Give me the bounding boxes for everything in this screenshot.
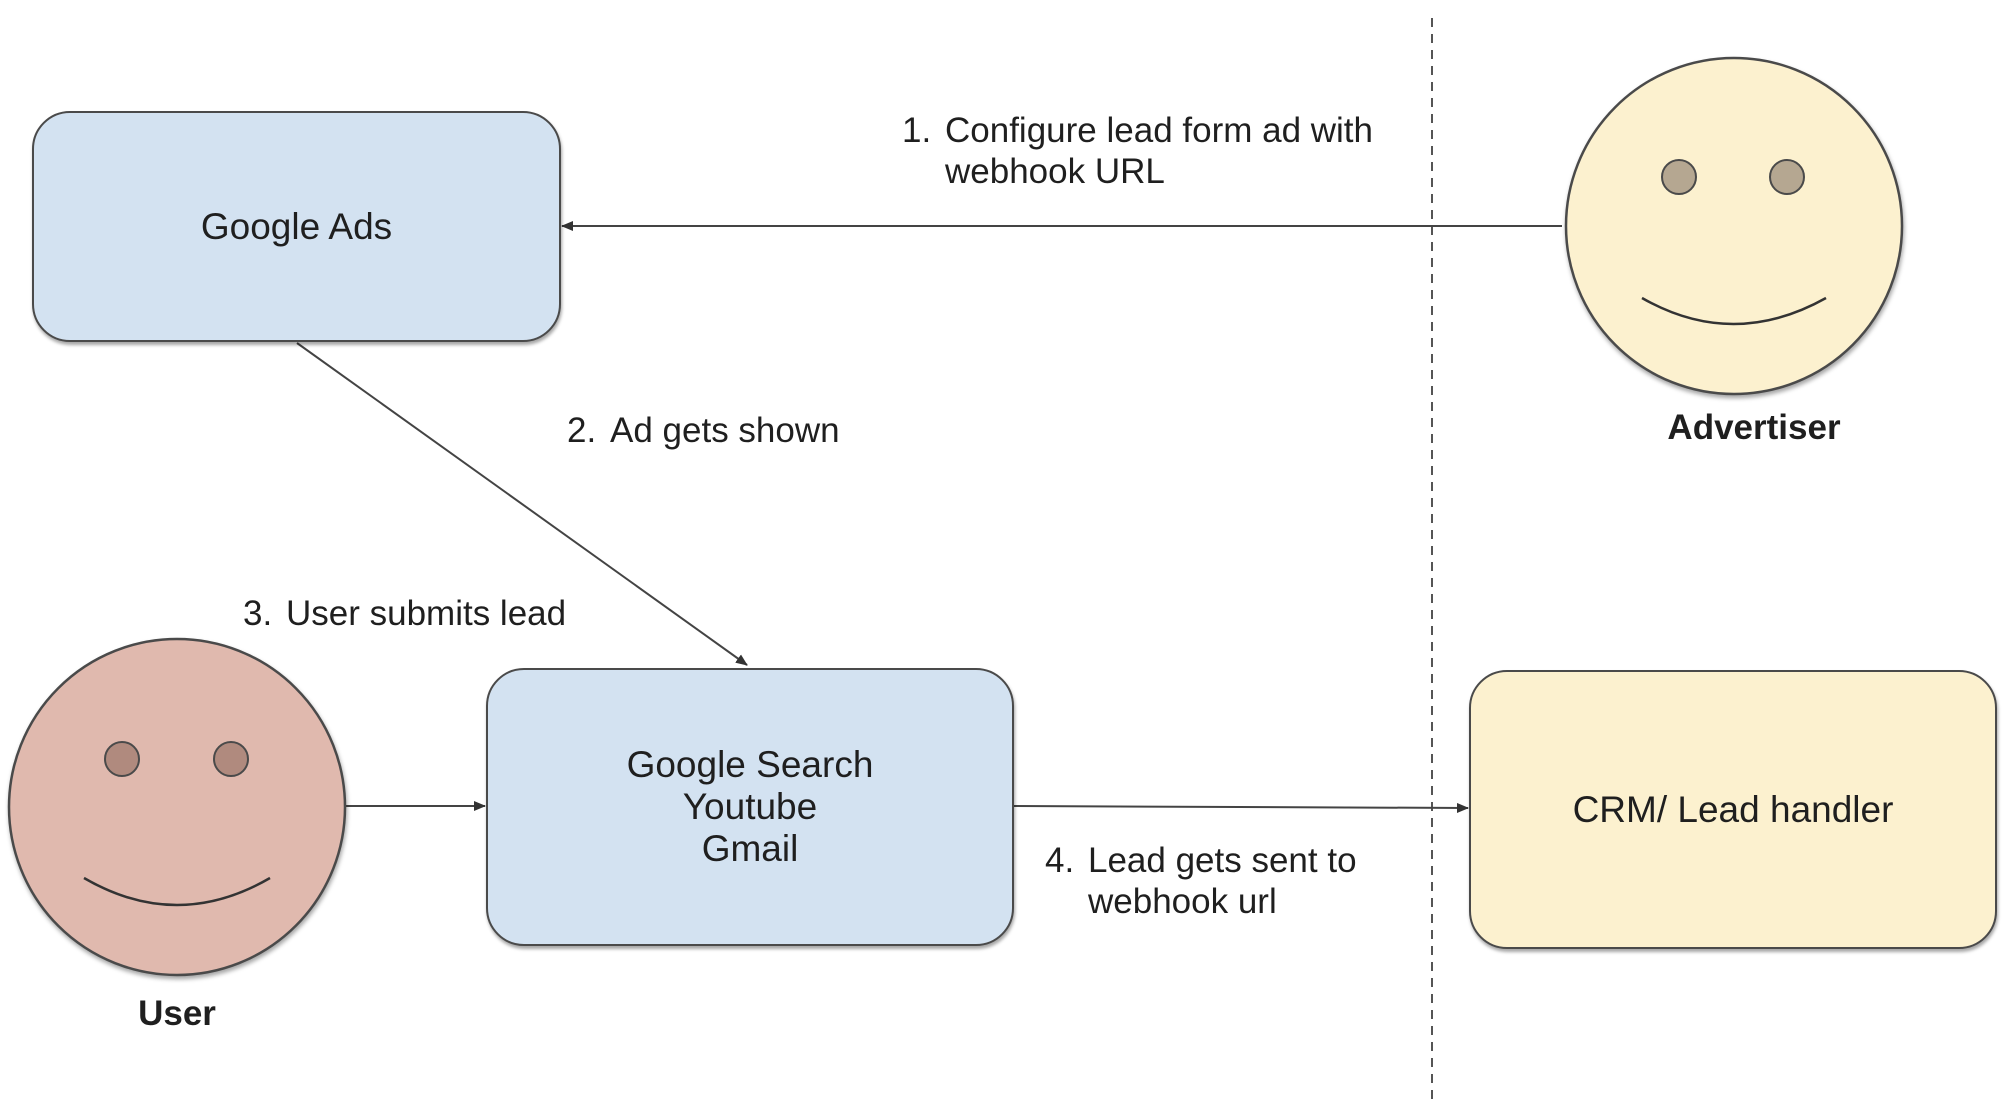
user-label: User [138, 994, 216, 1033]
user-eye-right [213, 741, 249, 777]
step-2-label: 2. Ad gets shown [567, 410, 840, 451]
crm-lead-handler-box: CRM/ Lead handler [1469, 670, 1997, 949]
user-face [7, 637, 347, 977]
step-3-text: User submits lead [286, 594, 567, 633]
user-avatar-icon [7, 637, 347, 977]
advertiser-avatar-icon [1564, 56, 1904, 396]
step-3-number: 3. [243, 594, 273, 633]
advertiser-eye-left [1661, 159, 1697, 195]
step-3-label: 3. User submits lead [243, 593, 566, 634]
google-ads-label: Google Ads [200, 205, 393, 247]
arrow-surfaces-to-crm [1013, 802, 1469, 813]
google-surfaces-box: Google Search Youtube Gmail [486, 668, 1014, 946]
surface-gmail: Gmail [701, 828, 799, 869]
step-1-number: 1. [902, 111, 932, 150]
advertiser-smile [1641, 296, 1827, 326]
step-2-text: Ad gets shown [610, 411, 840, 450]
advertiser-label: Advertiser [1667, 408, 1841, 447]
surface-google-search: Google Search [626, 744, 874, 785]
arrow-google-ads-to-surfaces [296, 342, 748, 666]
user-eye-left [104, 741, 140, 777]
step-1-text: Configure lead form ad with webhook URL [945, 111, 1373, 191]
step-4-number: 4. [1045, 841, 1075, 880]
step-4-text: Lead gets sent to webhook url [1088, 841, 1357, 921]
step-1-label: 1. Configure lead form ad with webhook U… [902, 110, 1373, 192]
crm-label: CRM/ Lead handler [1572, 788, 1894, 830]
user-smile [83, 876, 271, 907]
advertiser-eye-right [1769, 159, 1805, 195]
surface-youtube: Youtube [682, 786, 818, 827]
step-4-label: 4. Lead gets sent to webhook url [1045, 840, 1357, 922]
google-ads-box: Google Ads [32, 111, 561, 342]
advertiser-face [1564, 56, 1904, 396]
step-2-number: 2. [567, 411, 597, 450]
